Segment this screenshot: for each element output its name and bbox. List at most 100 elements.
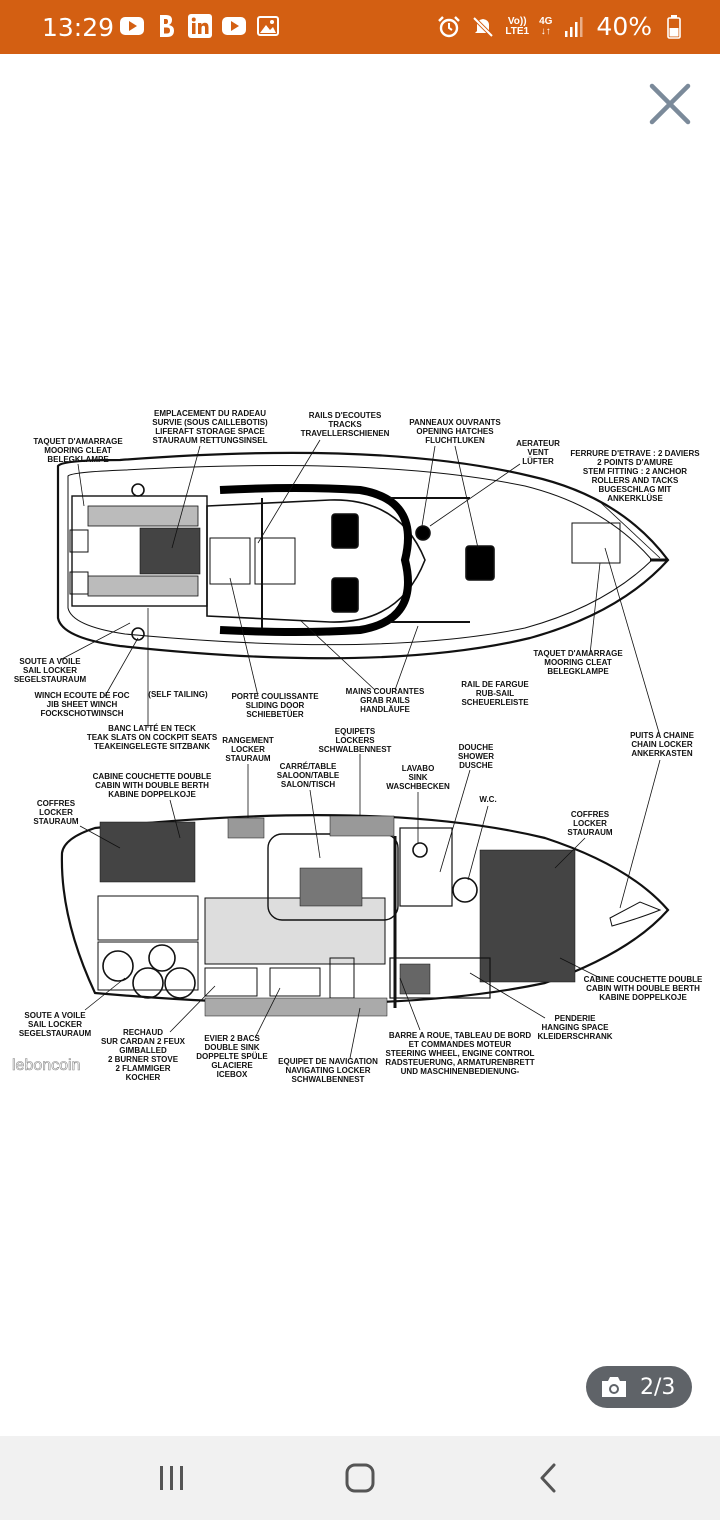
label-equipet-nav-1: NAVIGATING LOCKER	[285, 1066, 370, 1075]
label-rails-1: TRACKS	[328, 420, 362, 429]
label-winch-2: FOCKSCHOTWINSCH	[40, 709, 123, 718]
label-taquet-top-0: TAQUET D'AMARRAGE	[33, 437, 123, 446]
label-rechaud-4: 2 FLAMMIGER	[115, 1064, 170, 1073]
close-button[interactable]	[646, 80, 694, 128]
label-rails-0: RAILS D'ECOUTES	[309, 411, 382, 420]
recents-icon	[160, 1466, 183, 1490]
label-ferrure-3: ROLLERS AND TACKS	[592, 476, 679, 485]
label-cabine-right-1: CABIN WITH DOUBLE BERTH	[586, 984, 700, 993]
label-ferrure-5: ANKERKLÜSE	[607, 494, 663, 503]
home-button[interactable]	[340, 1458, 380, 1498]
youtube-icon	[222, 14, 246, 38]
label-ferrure-2: STEM FITTING : 2 ANCHOR	[583, 467, 687, 476]
image-counter: 2/3	[586, 1366, 692, 1408]
label-evier-1: DOUBLE SINK	[204, 1043, 259, 1052]
label-lavabo-0: LAVABO	[402, 764, 435, 773]
label-coffres-left-2: STAURAUM	[33, 817, 79, 826]
navigation-bar	[0, 1436, 720, 1520]
image-icon	[256, 14, 280, 38]
label-coffres-right-2: STAURAUM	[567, 828, 613, 837]
label-taquet-top-1: MOORING CLEAT	[44, 446, 112, 455]
image-counter-text: 2/3	[640, 1374, 676, 1400]
label-equipets-top-0: EQUIPETS	[335, 727, 376, 736]
label-ferrure-4: BUGESCHLAG MIT	[599, 485, 672, 494]
deck-view	[56, 451, 670, 660]
label-carre-0: CARRÉ/TABLE	[280, 762, 337, 771]
label-soute-bottom-2: SEGELSTAURAUM	[19, 1029, 92, 1038]
label-panneaux-1: OPENING HATCHES	[416, 427, 494, 436]
label-emplacement-2: LIFERAFT STORAGE SPACE	[155, 427, 265, 436]
label-rechaud-2: GIMBALLED	[119, 1046, 167, 1055]
label-coffres-left-1: LOCKER	[39, 808, 73, 817]
label-emplacement-0: EMPLACEMENT DU RADEAU	[154, 409, 266, 418]
label-rechaud-0: RECHAUD	[123, 1028, 163, 1037]
label-emplacement-1: SURVIE (SOUS CAILLEBOTIS)	[152, 418, 268, 427]
label-coffres-right-0: COFFRES	[571, 810, 610, 819]
boat-plan-image[interactable]: EMPLACEMENT DU RADEAU SURVIE (SOUS CAILL…	[0, 398, 720, 1088]
label-barre-2: STEERING WHEEL, ENGINE CONTROL	[386, 1049, 535, 1058]
label-evier-4: ICEBOX	[217, 1070, 248, 1079]
label-wc: W.C.	[479, 795, 496, 804]
label-penderie-1: HANGING SPACE	[542, 1023, 610, 1032]
label-penderie-0: PENDERIE	[555, 1014, 597, 1023]
back-icon	[540, 1463, 556, 1493]
label-evier-2: DOPPELTE SPÜLE	[196, 1052, 268, 1061]
label-barre-0: BARRE A ROUE, TABLEAU DE BORD	[389, 1031, 532, 1040]
leader-lines	[59, 439, 661, 1059]
label-puits-2: ANKERKASTEN	[631, 749, 693, 758]
label-evier-3: GLACIERE	[211, 1061, 253, 1070]
label-panneaux-0: PANNEAUX OUVRANTS	[409, 418, 501, 427]
label-rangement-1: LOCKER	[231, 745, 265, 754]
label-lavabo-1: SINK	[408, 773, 427, 782]
label-cabine-right-2: KABINE DOPPELKOJE	[599, 993, 687, 1002]
label-cabine-left-1: CABIN WITH DOUBLE BERTH	[95, 781, 209, 790]
label-mains-0: MAINS COURANTES	[346, 687, 425, 696]
volte-indicator: Vo)) LTE1	[505, 15, 530, 37]
label-mains-1: GRAB RAILS	[360, 696, 410, 705]
label-aerateur-0: AERATEUR	[516, 439, 560, 448]
label-soute-bottom-1: SAIL LOCKER	[28, 1020, 82, 1029]
label-cabine-left-0: CABINE COUCHETTE DOUBLE	[93, 772, 212, 781]
signal-icon	[562, 15, 586, 39]
label-taquet-top-2: BELEGKLAMPE	[47, 455, 109, 464]
label-equipets-top-1: LOCKERS	[335, 736, 375, 745]
label-coffres-left-0: COFFRES	[37, 799, 76, 808]
label-rechaud-3: 2 BURNER STOVE	[108, 1055, 179, 1064]
battery-percentage: 40%	[596, 12, 652, 41]
label-porte-0: PORTE COULISSANTE	[231, 692, 319, 701]
label-porte-1: SLIDING DOOR	[246, 701, 305, 710]
label-rail-fargue-2: SCHEUERLEISTE	[461, 698, 529, 707]
label-cabine-right-0: CABINE COUCHETTE DOUBLE	[584, 975, 703, 984]
label-puits-1: CHAIN LOCKER	[631, 740, 693, 749]
label-soute-top-2: SEGELSTAURAUM	[14, 675, 87, 684]
linkedin-icon	[188, 14, 212, 38]
system-icons: Vo)) LTE1 4G ↓↑ 40%	[437, 12, 686, 41]
label-barre-3: RADSTEUERUNG, ARMATURENBRETT	[385, 1058, 534, 1067]
youtube-icon	[120, 14, 144, 38]
label-cabine-left-2: KABINE DOPPELKOJE	[108, 790, 196, 799]
label-winch-0: WINCH ECOUTE DE FOC	[34, 691, 129, 700]
label-penderie-2: KLEIDERSCHRANK	[537, 1032, 612, 1041]
label-porte-2: SCHIEBETÜER	[246, 710, 304, 719]
label-taquet-mid-0: TAQUET D'AMARRAGE	[533, 649, 623, 658]
mute-icon	[471, 15, 495, 39]
label-rail-fargue-1: RUB-SAIL	[476, 689, 514, 698]
back-button[interactable]	[528, 1458, 568, 1498]
leboncoin-watermark: leboncoin	[12, 1057, 81, 1074]
close-icon	[649, 83, 691, 125]
label-puits-0: PUITS A CHAINE	[630, 731, 695, 740]
layout-view	[60, 814, 670, 1017]
label-banc-1: TEAK SLATS ON COCKPIT SEATS	[87, 733, 218, 742]
label-taquet-mid-2: BELEGKLAMPE	[547, 667, 609, 676]
network-indicator: 4G ↓↑	[539, 15, 553, 37]
label-soute-bottom-0: SOUTE A VOILE	[24, 1011, 86, 1020]
label-soute-top-1: SAIL LOCKER	[23, 666, 77, 675]
label-douche-0: DOUCHE	[459, 743, 494, 752]
label-rail-fargue-0: RAIL DE FARGUE	[461, 680, 529, 689]
label-douche-2: DUSCHE	[459, 761, 493, 770]
label-rechaud-1: SUR CARDAN 2 FEUX	[101, 1037, 186, 1046]
recents-button[interactable]	[152, 1458, 192, 1498]
label-barre-4: UND MASCHINENBEDIENUNG-	[401, 1067, 520, 1076]
boat-plan-drawing: EMPLACEMENT DU RADEAU SURVIE (SOUS CAILL…	[12, 409, 703, 1084]
status-bar: 13:29 Vo)) LTE1 4G ↓↑	[0, 0, 720, 54]
